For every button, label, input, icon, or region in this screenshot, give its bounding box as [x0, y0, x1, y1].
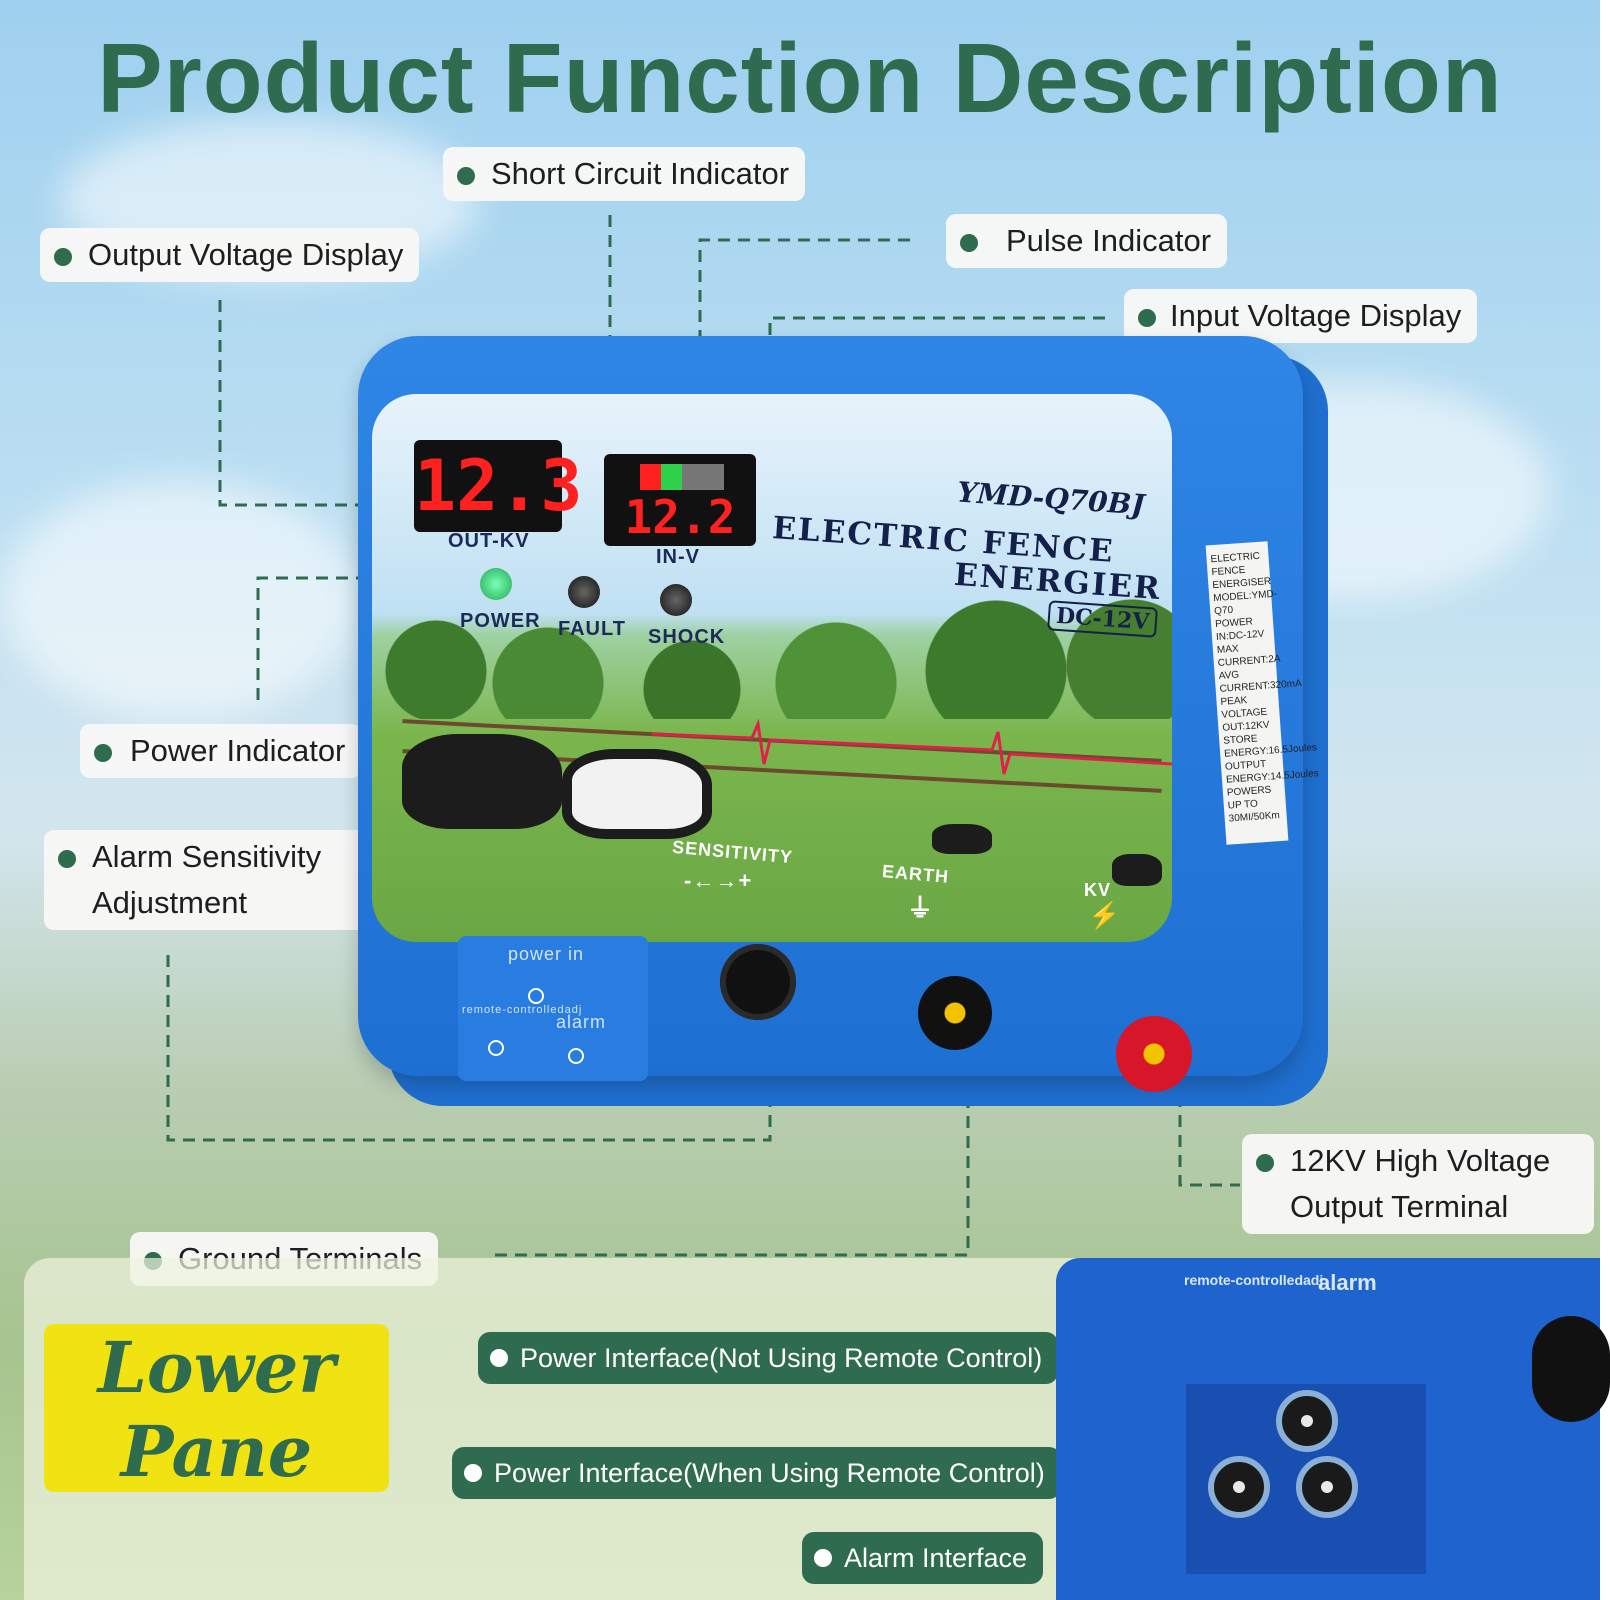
kv-label: KV — [1084, 880, 1112, 900]
fence-energizer-device: 12.3 12.2 OUT-KV IN-V POWER FAULT SHOCK … — [358, 318, 1328, 1143]
battery-level-bar — [640, 464, 724, 490]
bullet-dot — [457, 167, 475, 185]
sticker-line: ELECTRIC FENCE — [1210, 550, 1261, 579]
earth-label: EARTH — [881, 861, 950, 887]
sticker-line: POWERS UP TO 30MI/50Km — [1226, 784, 1281, 825]
sensitivity-knob-closeup — [1532, 1316, 1610, 1422]
power-jack-remote[interactable] — [1208, 1456, 1270, 1518]
pulse-wave-icon — [651, 718, 1173, 775]
remote-label: remote-controlledadj — [462, 1004, 583, 1016]
tree-line-illustration — [372, 599, 1172, 719]
alarm-port[interactable] — [568, 1048, 584, 1064]
bullet-dot — [1138, 309, 1156, 327]
callout-short-circuit: Short Circuit Indicator — [443, 147, 806, 201]
in-v-label: IN-V — [656, 546, 700, 568]
callout-pulse: Pulse Indicator — [946, 214, 1228, 268]
inset-alarm-label: alarm — [1318, 1270, 1377, 1295]
high-voltage-terminal[interactable] — [1116, 1016, 1192, 1092]
inset-remote-label: remote-controlledadj — [1184, 1272, 1324, 1288]
power-label: POWER — [460, 610, 541, 632]
output-voltage-display: 12.3 — [414, 440, 583, 532]
fault-led — [568, 576, 600, 608]
alarm-jack[interactable] — [1296, 1456, 1358, 1518]
product-name-line1: ELECTRIC FENCE — [771, 510, 1116, 570]
bullet-dot — [1256, 1154, 1274, 1172]
page-title: Product Function Description — [97, 23, 1503, 133]
callout-label-line1: Alarm Sensitivity — [92, 839, 322, 874]
pill-label: Power Interface(When Using Remote Contro… — [494, 1458, 1045, 1488]
cow-illustration — [562, 749, 712, 839]
remote-port[interactable] — [488, 1040, 504, 1056]
bullet-dot — [94, 744, 112, 762]
callout-label: Short Circuit Indicator — [491, 156, 790, 191]
cow-illustration — [402, 734, 562, 829]
sensitivity-knob[interactable] — [720, 944, 796, 1020]
sticker-line: PEAK VOLTAGE OUT:12KV — [1220, 695, 1270, 734]
callout-label: Input Voltage Display — [1170, 298, 1462, 333]
lower-pane-badge: Lower Pane — [44, 1324, 389, 1493]
callout-input-voltage: Input Voltage Display — [1124, 289, 1478, 343]
power-in-port[interactable] — [528, 988, 544, 1004]
power-in-label: power in — [508, 944, 585, 964]
callout-label-line2: Output Terminal — [1290, 1189, 1509, 1224]
power-jack-not-remote[interactable] — [1276, 1390, 1338, 1452]
shock-led — [660, 584, 692, 616]
pill-label: Alarm Interface — [844, 1543, 1028, 1573]
callout-label-line2: Adjustment — [92, 885, 248, 920]
callout-label-line1: 12KV High Voltage — [1290, 1143, 1551, 1178]
callout-power-indicator: Power Indicator — [80, 724, 362, 778]
leader-power-indicator — [256, 576, 490, 700]
pill-power-remote: Power Interface(When Using Remote Contro… — [452, 1447, 1061, 1499]
bullet-dot — [464, 1464, 482, 1482]
cow-illustration — [1112, 854, 1162, 886]
power-led — [480, 568, 512, 600]
earth-terminal[interactable] — [918, 976, 992, 1050]
leader-output-voltage — [218, 300, 475, 507]
cow-illustration — [932, 824, 992, 854]
callout-high-voltage: 12KV High Voltage Output Terminal — [1242, 1134, 1594, 1234]
sticker-line: POWER IN:DC-12V — [1214, 616, 1265, 644]
callout-output-voltage: Output Voltage Display — [40, 228, 420, 282]
out-kv-label: OUT-KV — [448, 530, 530, 552]
sticker-line: STORE ENERGY:16.5Joules — [1222, 733, 1318, 760]
sticker-line: OUTPUT ENERGY:14.5Joules — [1224, 758, 1320, 786]
pill-label: Power Interface(Not Using Remote Control… — [520, 1343, 1043, 1373]
pill-power-not-remote: Power Interface(Not Using Remote Control… — [478, 1332, 1059, 1384]
lower-pane-line2: Pane — [120, 1410, 313, 1493]
bullet-dot — [54, 248, 72, 266]
bullet-dot — [58, 850, 76, 868]
cloud — [0, 480, 360, 720]
callout-label: Output Voltage Display — [88, 237, 404, 272]
sticker-line: MODEL:YMD-Q70 — [1212, 588, 1278, 618]
front-panel: 12.3 12.2 OUT-KV IN-V POWER FAULT SHOCK … — [372, 394, 1173, 942]
shock-label: SHOCK — [648, 626, 726, 648]
lower-pane-closeup: remote-controlledadj alarm — [1056, 1258, 1610, 1600]
bullet-dot — [490, 1349, 508, 1367]
sticker-line: MAX CURRENT:2A — [1216, 643, 1281, 669]
sensitivity-arrow-icon: -←→+ — [684, 868, 753, 893]
sticker-line: AVG CURRENT:320mA — [1218, 669, 1303, 695]
sensitivity-label: SENSITIVITY — [671, 836, 794, 868]
lower-port-panel: power in remote-controlledadj alarm — [458, 936, 648, 1081]
bullet-dot — [960, 234, 978, 252]
earth-icon: ⏚ — [907, 893, 935, 923]
model-number: YMD-Q70BJ — [956, 475, 1146, 522]
leader-ground — [495, 1060, 970, 1257]
leader-high-voltage — [1178, 1075, 1240, 1187]
housing-front: 12.3 12.2 OUT-KV IN-V POWER FAULT SHOCK … — [358, 336, 1303, 1092]
leader-input-voltage — [768, 316, 1105, 505]
pill-alarm-interface: Alarm Interface — [802, 1532, 1044, 1584]
callout-alarm-sensitivity: Alarm Sensitivity Adjustment — [44, 830, 382, 930]
lower-pane-line1: Lower — [97, 1326, 336, 1409]
bullet-dot — [814, 1549, 832, 1567]
lightning-icon: ⚡ — [1088, 900, 1122, 930]
fault-label: FAULT — [558, 618, 626, 640]
callout-label: Pulse Indicator — [1006, 223, 1212, 258]
alarm-label: alarm — [556, 1012, 607, 1032]
callout-label: Power Indicator — [130, 733, 346, 768]
